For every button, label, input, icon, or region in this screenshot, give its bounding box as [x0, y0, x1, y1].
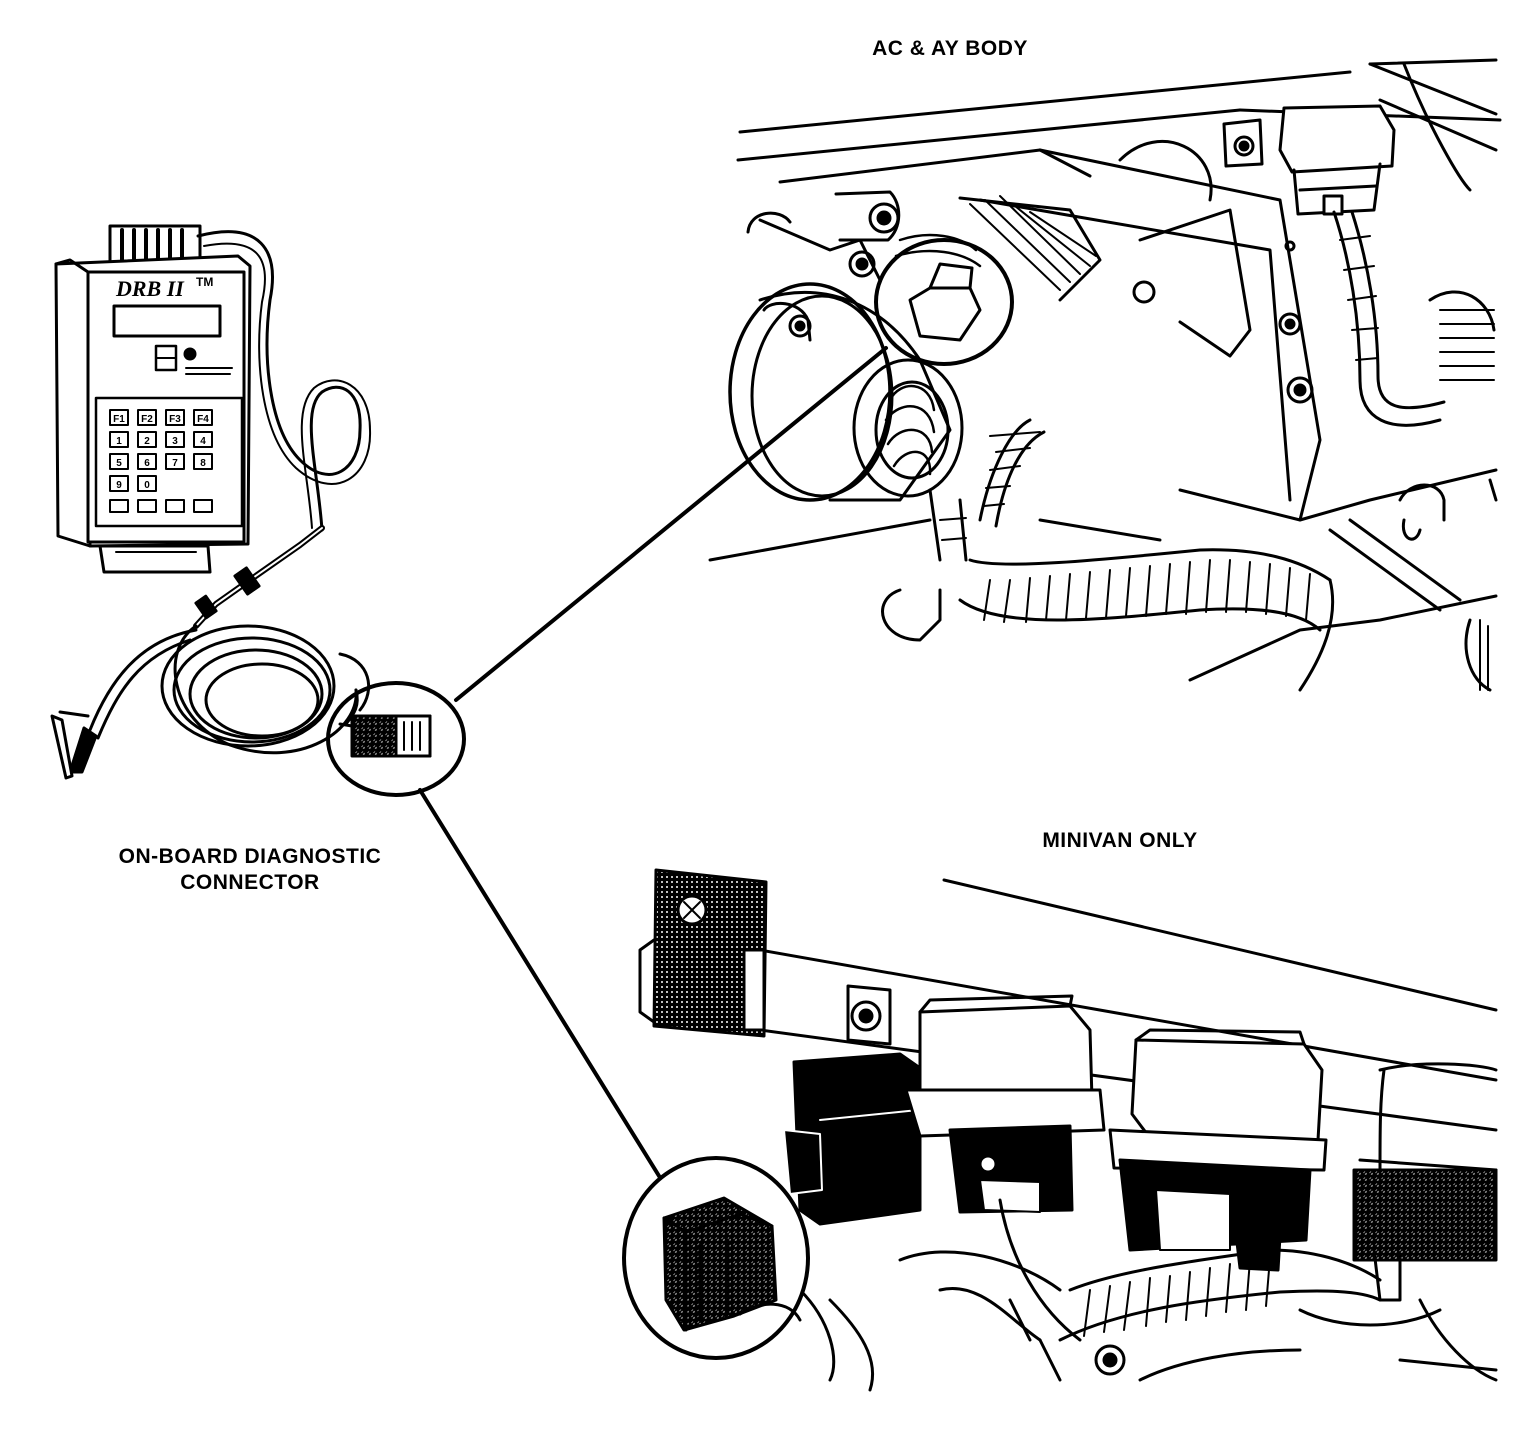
leader-line-minivan: [418, 788, 666, 1186]
keypad-function-key: [165, 499, 185, 513]
tool-top-connector: [108, 224, 202, 266]
keypad-key-label: F3: [169, 414, 181, 425]
battery-clamp-icon: [50, 710, 98, 780]
keypad-key-label: 3: [172, 436, 178, 447]
tool-indicator-icon: [183, 347, 197, 361]
tool-display: [112, 304, 222, 338]
keypad-function-key: [137, 499, 157, 513]
keypad-key: [165, 453, 185, 470]
keypad-key-label: 0: [144, 480, 150, 491]
ac-ay-body-label: AC & AY BODY: [872, 37, 1028, 60]
obd-connector-label-line2: CONNECTOR: [180, 871, 320, 894]
keypad-key-label: 2: [144, 436, 150, 447]
minivan-view: [622, 868, 1498, 1392]
ac-ay-connector-callout: [874, 238, 1014, 366]
ac-ay-module-connector: [1278, 104, 1396, 174]
keypad-key: [109, 453, 129, 470]
keypad-key-label: 1: [116, 436, 122, 447]
keypad-key: [165, 431, 185, 448]
minivan-only-label: MINIVAN ONLY: [1042, 829, 1198, 852]
keypad-key-label: F4: [197, 414, 209, 425]
keypad-key: [137, 475, 157, 492]
keypad-key: [137, 453, 157, 470]
keypad-key: [193, 409, 213, 426]
keypad-key: [137, 431, 157, 448]
keypad-key-label: F1: [113, 414, 125, 425]
obd-connector-callout: [326, 681, 466, 797]
keypad-key-label: 9: [116, 480, 122, 491]
ac-ay-body-view: [708, 58, 1502, 692]
keypad-key: [109, 409, 129, 426]
tool-keypad: [94, 396, 244, 528]
keypad-key-label: 7: [172, 458, 178, 469]
keypad-key: [109, 431, 129, 448]
keypad-key-label: 5: [116, 458, 122, 469]
keypad-function-key: [109, 499, 129, 513]
keypad-key-label: 4: [200, 436, 206, 447]
keypad-key-label: 6: [144, 458, 150, 469]
keypad-key: [109, 475, 129, 492]
keypad-key: [165, 409, 185, 426]
tool-trademark-label: TM: [196, 275, 213, 289]
obd-connector-label: ON-BOARD DIAGNOSTIC CONNECTOR: [90, 844, 410, 896]
tool-harness-cable: [50, 525, 371, 780]
obd-connector-label-line1: ON-BOARD DIAGNOSTIC: [118, 845, 382, 868]
minivan-module-right: [1352, 1168, 1498, 1262]
keypad-key: [137, 409, 157, 426]
keypad-key-label: F2: [141, 414, 153, 425]
keypad-key-label: 8: [200, 458, 206, 469]
tool-brand-label: DRB II: [115, 276, 185, 301]
keypad-function-key: [193, 499, 213, 513]
scan-tool-drb2: DRB II TM F1 F2 F3 F4 1 2 3 4 5 6 7 8 9 0: [54, 224, 372, 574]
keypad-key: [193, 453, 213, 470]
minivan-relay-black: [792, 1052, 922, 1226]
minivan-relay-right: [1130, 1038, 1324, 1142]
tool-cable-upper: [196, 230, 362, 532]
keypad-key: [193, 431, 213, 448]
leader-line-ac-ay: [454, 346, 888, 702]
